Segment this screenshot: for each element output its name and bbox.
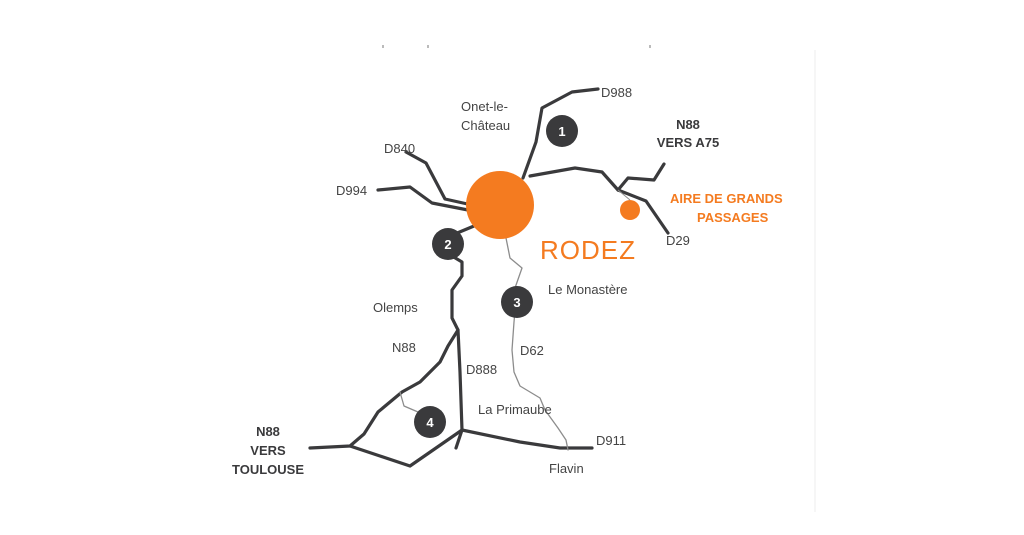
marker-3-number: 3 <box>513 295 520 310</box>
label-onet-line1: Onet-le- <box>461 99 508 114</box>
label-d911: D911 <box>596 433 626 448</box>
road-n88-south <box>308 224 476 450</box>
label-d994: D994 <box>336 183 367 198</box>
top-edge-ticks <box>382 45 651 48</box>
label-la-primaube: La Primaube <box>478 402 552 417</box>
road-d62 <box>505 237 569 451</box>
road-south-link <box>348 428 464 468</box>
label-d29: D29 <box>666 233 690 248</box>
site-leader-line <box>617 189 631 201</box>
route-a75-line1: N88 <box>676 117 700 132</box>
road-d888 <box>454 328 464 450</box>
route-a75-line2: VERS A75 <box>657 135 719 150</box>
label-onet-line2: Château <box>461 118 510 133</box>
road-d840 <box>404 150 474 207</box>
site-label-line2: PASSAGES <box>697 210 769 225</box>
marker-1-number: 1 <box>558 124 565 139</box>
main-roads <box>308 87 670 468</box>
road-d29 <box>616 188 670 235</box>
marker-1: 1 <box>546 115 578 147</box>
route-toulouse-line1: N88 <box>256 424 280 439</box>
label-d62: D62 <box>520 343 544 358</box>
route-toulouse-line3: TOULOUSE <box>232 462 304 477</box>
city-label: RODEZ <box>540 235 636 265</box>
label-olemps: Olemps <box>373 300 418 315</box>
label-le-monastere: Le Monastère <box>548 282 628 297</box>
label-flavin: Flavin <box>549 461 584 476</box>
road-n88-east <box>528 162 666 192</box>
label-d840: D840 <box>384 141 415 156</box>
marker-2-number: 2 <box>444 237 451 252</box>
marker-3: 3 <box>501 286 533 318</box>
marker-4-number: 4 <box>426 415 434 430</box>
route-toulouse-line2: VERS <box>250 443 286 458</box>
marker-2: 2 <box>432 228 464 260</box>
label-d888: D888 <box>466 362 497 377</box>
marker-4: 4 <box>414 406 446 438</box>
road-d911 <box>460 428 594 450</box>
rodez-city-circle <box>466 171 534 239</box>
label-n88: N88 <box>392 340 416 355</box>
label-d988: D988 <box>601 85 632 100</box>
site-label-line1: AIRE DE GRANDS <box>670 191 783 206</box>
road-d994 <box>376 185 470 212</box>
road-d988 <box>521 87 600 180</box>
site-marker-dot <box>620 200 640 220</box>
